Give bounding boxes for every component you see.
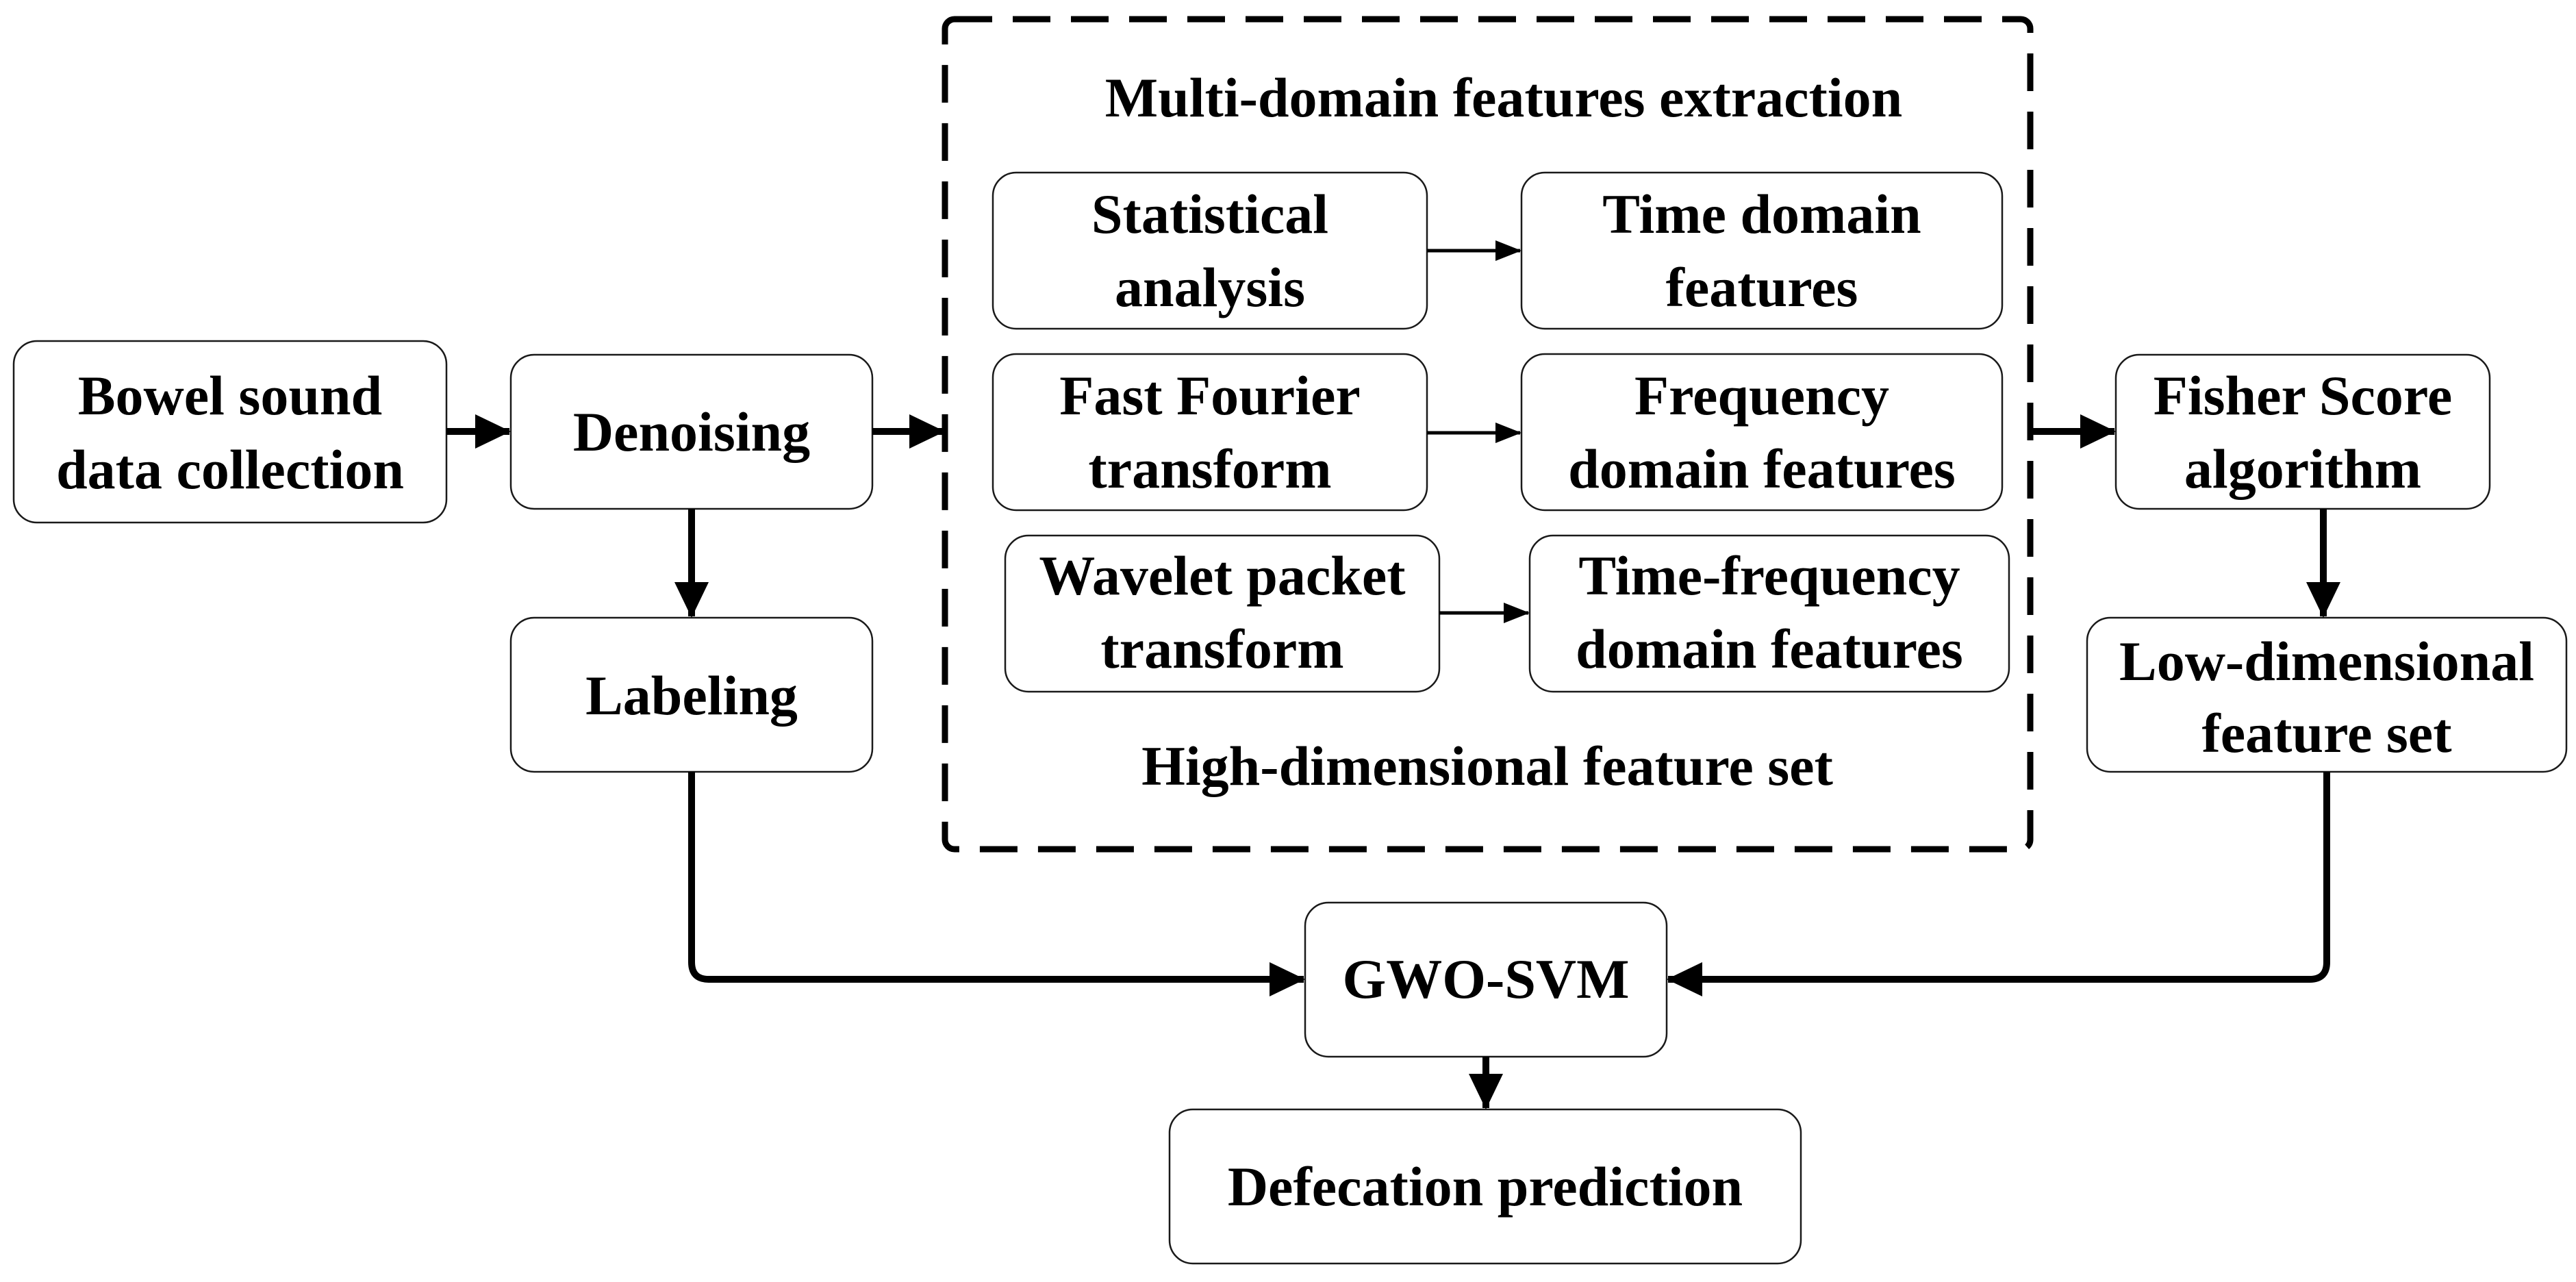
wavelet-line-1: Wavelet packet	[1039, 544, 1405, 607]
low-dim-line-2: feature set	[2201, 702, 2451, 764]
fft-line-2: transform	[1088, 438, 1331, 500]
fisher-score-box: Fisher Score algorithm	[2114, 353, 2491, 510]
labeling-label: Labeling	[585, 664, 798, 727]
low-dimensional-box: Low-dimensional feature set	[2086, 616, 2568, 773]
statistical-line-1: Statistical	[1091, 183, 1328, 245]
bowel-sound-line-1: Bowel sound	[78, 364, 382, 427]
group-footer: High-dimensional feature set	[1141, 735, 1833, 797]
time-domain-line-2: features	[1666, 256, 1858, 318]
wavelet-box: Wavelet packet transform	[1004, 534, 1441, 693]
fisher-line-2: algorithm	[2184, 438, 2421, 500]
arrow-labeling-to-gwo-svm	[688, 772, 1305, 996]
low-dim-line-1: Low-dimensional	[2119, 630, 2534, 692]
wavelet-line-2: transform	[1100, 618, 1343, 680]
frequency-line-1: Frequency	[1634, 364, 1889, 427]
denoising-box: Denoising	[509, 353, 874, 510]
fisher-line-1: Fisher Score	[2154, 364, 2453, 427]
time-frequency-line-1: Time-frequency	[1578, 544, 1960, 607]
time-domain-box: Time domain features	[1520, 171, 2004, 330]
statistical-analysis-box: Statistical analysis	[992, 171, 1428, 330]
time-domain-line-1: Time domain	[1602, 183, 1921, 245]
defecation-label: Defecation prediction	[1228, 1155, 1743, 1218]
fft-line-1: Fast Fourier	[1059, 364, 1360, 427]
denoising-label: Denoising	[573, 401, 810, 463]
frequency-line-2: domain features	[1568, 438, 1956, 500]
time-frequency-line-2: domain features	[1576, 618, 1963, 680]
frequency-domain-box: Frequency domain features	[1520, 353, 2004, 512]
statistical-line-2: analysis	[1115, 256, 1305, 318]
bowel-sound-box: Bowel sound data collection	[12, 340, 448, 524]
fft-box: Fast Fourier transform	[992, 353, 1428, 512]
arrow-lowdim-to-gwo-svm	[1667, 772, 2330, 996]
bowel-sound-line-2: data collection	[56, 438, 404, 501]
time-frequency-box: Time-frequency domain features	[1528, 534, 2010, 693]
gwo-svm-box: GWO-SVM	[1304, 901, 1668, 1058]
labeling-box: Labeling	[509, 616, 874, 773]
group-title: Multi-domain features extraction	[1105, 66, 1903, 129]
defecation-prediction-box: Defecation prediction	[1168, 1108, 1802, 1265]
gwo-svm-label: GWO-SVM	[1342, 948, 1629, 1010]
